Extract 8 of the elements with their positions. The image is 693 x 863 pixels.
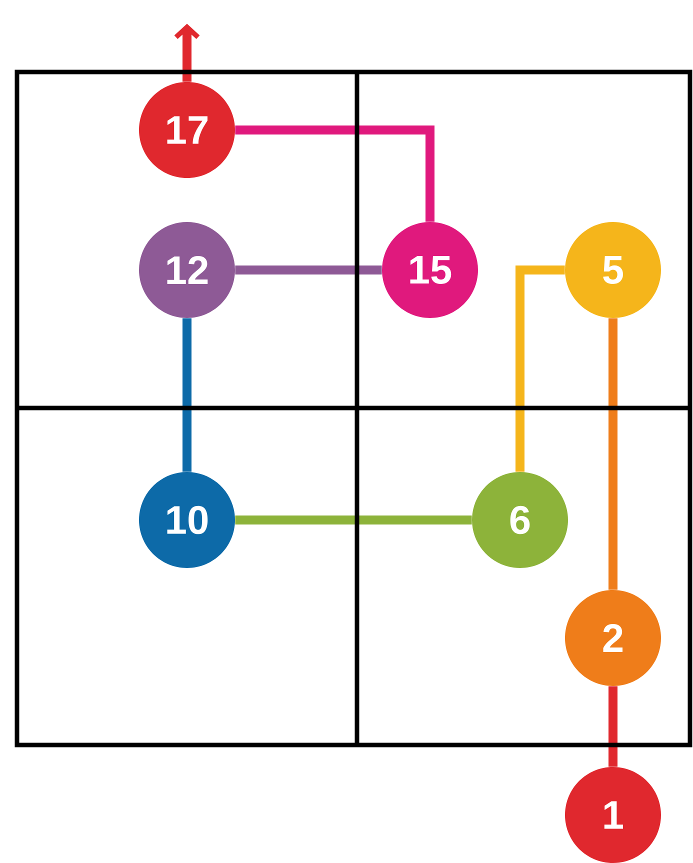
route-line — [235, 266, 382, 274]
route-line — [235, 126, 434, 222]
route-line — [608, 686, 618, 767]
route-line — [235, 516, 472, 524]
route-line — [608, 318, 618, 590]
route-line — [516, 266, 565, 472]
route-line — [174, 24, 200, 82]
route-line — [182, 318, 192, 472]
